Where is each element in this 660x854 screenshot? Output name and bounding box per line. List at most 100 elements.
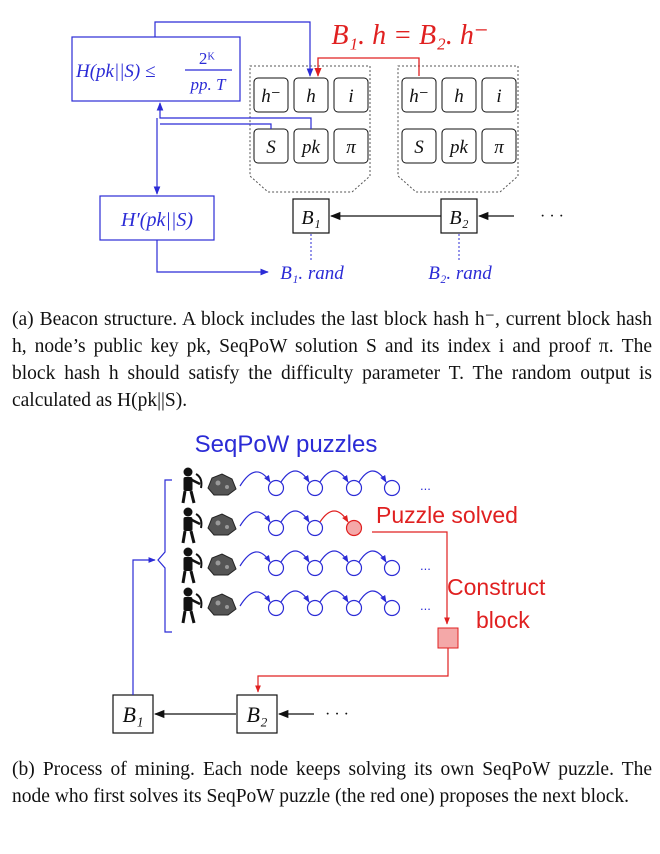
chain-ellipsis: · · · — [540, 208, 564, 225]
mining-chain-ellipsis: · · · — [325, 706, 349, 723]
ore-rock-icon — [207, 513, 237, 536]
block2-field-index: i — [481, 77, 517, 113]
svg-text:h⁻: h⁻ — [409, 86, 429, 107]
puzzle-row-ellipsis: ... — [420, 598, 431, 613]
difficulty-to-hash-arrow — [154, 21, 314, 77]
svg-text:S: S — [414, 137, 424, 158]
svg-text:h: h — [454, 86, 464, 107]
ore-rock-icon — [207, 473, 237, 496]
rand-output-arrow — [156, 240, 269, 276]
puzzle-node — [345, 559, 363, 577]
b1-to-miners-arrow — [132, 557, 156, 695]
puzzle-step-arrow — [239, 551, 271, 567]
miner-rows: ......... — [181, 467, 431, 624]
svg-text:B₂: B₂ — [246, 702, 267, 727]
seqpow-puzzles-title: SeqPoW puzzles — [195, 431, 378, 458]
block2-field-proof: π — [481, 128, 517, 164]
svg-text:B₁: B₁ — [301, 207, 320, 229]
puzzle-node — [267, 599, 285, 617]
mining-block2-node: B₂ — [236, 694, 278, 734]
puzzle-row-ellipsis: ... — [420, 478, 431, 493]
svg-text:S: S — [266, 137, 276, 158]
block2-node: B₂ — [440, 198, 478, 234]
mining-process-diagram: SeqPoW puzzles ......... Puzzle solved C… — [112, 431, 546, 734]
puzzle-node — [306, 519, 324, 537]
svg-text:i: i — [348, 86, 353, 107]
puzzle-step-arrow — [358, 590, 387, 603]
block2-field-prev-hash: h⁻ — [401, 77, 437, 113]
difficulty-condition-box: H(pk||S) ≤ 2ᴷ pp. T — [71, 36, 241, 102]
block2-field-hash: h — [441, 77, 477, 113]
puzzle-row-ellipsis: ... — [420, 558, 431, 573]
miner-row-2 — [181, 507, 363, 544]
svg-text:π: π — [346, 137, 356, 158]
puzzle-solved-label: Puzzle solved — [376, 502, 518, 528]
svg-text:pk: pk — [300, 137, 321, 158]
puzzle-step-arrow — [280, 470, 310, 483]
mining-block1-node: B₁ — [112, 694, 154, 734]
block2-rand-label: B₂. rand — [428, 263, 492, 284]
new-block-icon — [437, 627, 459, 649]
puzzle-node — [306, 599, 324, 617]
difficulty-lhs: H(pk||S) ≤ — [75, 61, 155, 82]
random-hash-box: H′(pk||S) — [99, 195, 215, 241]
block1-field-prev-hash: h⁻ — [253, 77, 289, 113]
miner-icon — [181, 507, 203, 544]
puzzle-step-arrow — [319, 550, 349, 563]
puzzle-node — [306, 559, 324, 577]
solved-puzzle-node — [345, 519, 363, 537]
solved-to-block-arrow — [372, 531, 450, 625]
block2-field-solution: S — [401, 128, 437, 164]
miners-bracket — [157, 479, 172, 633]
puzzle-step-arrow — [319, 590, 349, 603]
caption-beacon-structure: (a) Beacon structure. A block includes t… — [12, 309, 652, 411]
inputs-to-difficulty-arrow — [156, 102, 312, 129]
svg-text:B₁: B₁ — [122, 702, 143, 727]
hash-equality-label: B₁. h = B₂. h⁻ — [331, 20, 488, 51]
miner-row-4: ... — [181, 587, 431, 624]
block2-field-public-key: pk — [441, 128, 477, 164]
puzzle-node — [267, 479, 285, 497]
puzzle-step-arrow — [358, 550, 387, 563]
miner-icon — [181, 587, 203, 624]
puzzle-step-arrow — [280, 590, 310, 603]
construct-label-line2: block — [476, 607, 530, 633]
svg-text:B₂: B₂ — [449, 207, 468, 229]
puzzle-step-arrow — [319, 470, 349, 483]
puzzle-node — [267, 519, 285, 537]
beacon-structure-diagram: B₁. h = B₂. h⁻ H(pk||S) ≤ 2ᴷ pp. T H′(pk… — [71, 20, 564, 284]
solution-branch-line — [160, 123, 272, 129]
block1-field-index: i — [333, 77, 369, 113]
puzzle-node — [383, 479, 401, 497]
svg-text:h⁻: h⁻ — [261, 86, 281, 107]
miner-row-1: ... — [181, 467, 431, 504]
puzzle-node — [267, 559, 285, 577]
block1-field-proof: π — [333, 128, 369, 164]
construct-label-line1: Construct — [447, 574, 546, 600]
block1-rand-label: B₁. rand — [280, 263, 344, 284]
puzzle-step-arrow — [239, 511, 271, 527]
svg-text:π: π — [494, 137, 504, 158]
block1-field-public-key: pk — [293, 128, 329, 164]
svg-text:h: h — [306, 86, 316, 107]
miner-icon — [181, 547, 203, 584]
block1-node: B₁ — [292, 198, 330, 234]
puzzle-step-arrow — [358, 470, 387, 483]
miner-icon — [181, 467, 203, 504]
puzzle-node — [345, 479, 363, 497]
miner-row-3: ... — [181, 547, 431, 584]
puzzle-step-arrow — [319, 510, 349, 523]
caption-mining-process: (b) Process of mining. Each node keeps s… — [12, 759, 652, 807]
puzzle-step-arrow — [280, 510, 310, 523]
puzzle-step-arrow — [239, 471, 271, 487]
block2-container — [397, 65, 519, 193]
block1-container — [249, 65, 371, 193]
puzzle-node — [345, 599, 363, 617]
hash-link-arrow — [314, 57, 420, 77]
difficulty-denominator: pp. T — [190, 75, 228, 94]
puzzle-step-arrow — [239, 591, 271, 607]
new-block-to-b2-arrow — [255, 648, 449, 693]
random-hash-label: H′(pk||S) — [120, 209, 193, 231]
puzzle-node — [383, 559, 401, 577]
puzzle-node — [383, 599, 401, 617]
